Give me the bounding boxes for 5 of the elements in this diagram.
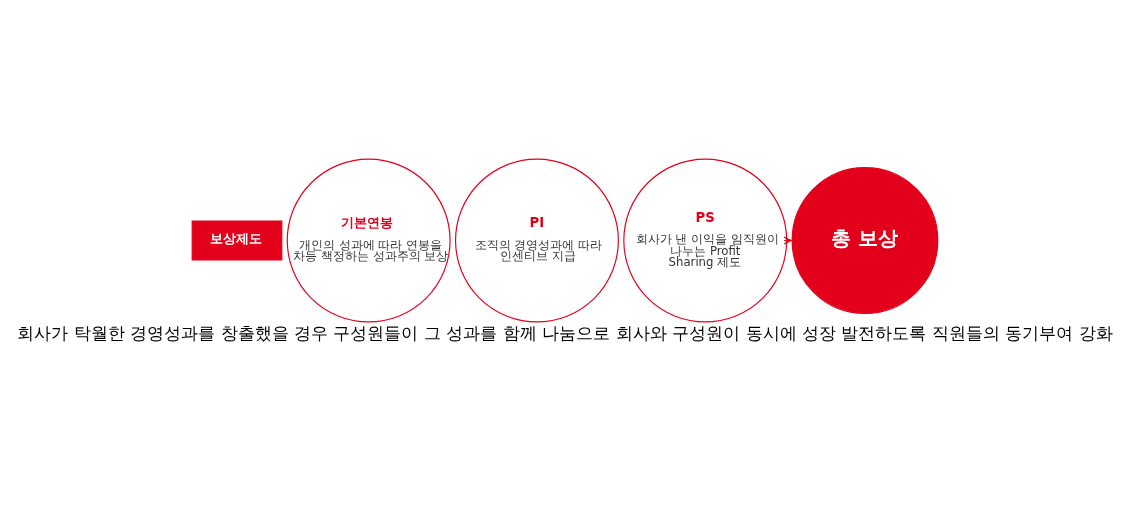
node-circle: PI 조직의 경영성과에 따라 인센티브 지급 [454,158,619,323]
node-box: 보상제도 [191,219,283,261]
node-circle: 기본연봉 개인의 성과에 따라 연봉을 차등 책정하는 성과주의 보상 [286,158,451,323]
node-circle: 총 보상 [791,166,939,314]
caption: 회사가 탁월한 경영성과를 창출했을 경우 구성원들이 그 성과를 함께 나눔으로 회사와 구성원이 동시에 성장 발전하도록 직원들의 동기부여 강화 [17,322,1113,343]
